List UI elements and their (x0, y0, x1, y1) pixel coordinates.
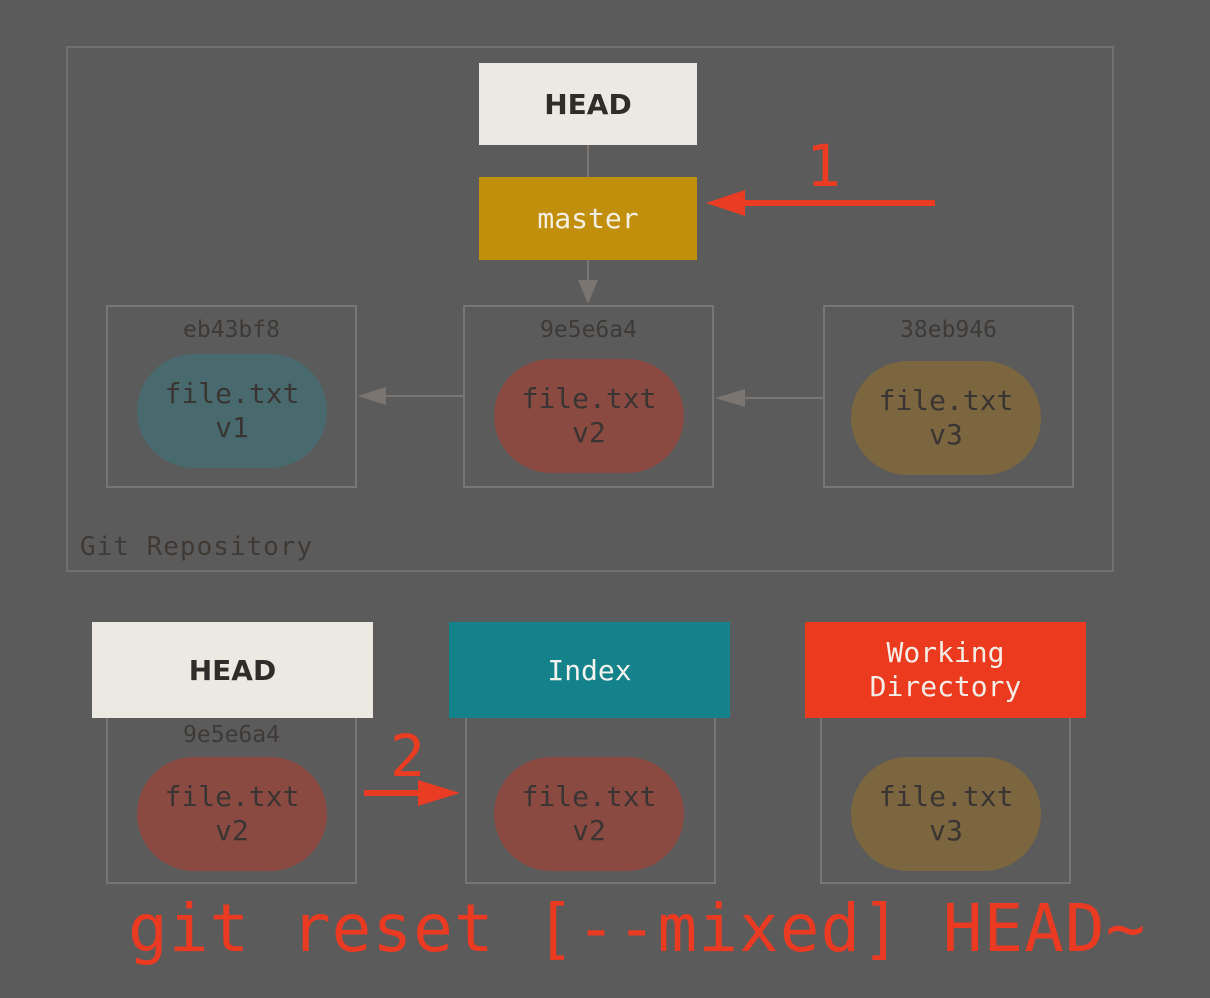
parent-arrowhead-2-to-1 (358, 387, 386, 405)
step-1-label: 1 (806, 132, 841, 200)
blob-filename: file.txt (164, 377, 300, 410)
commit-node (463, 305, 714, 488)
index-tree-blob: file.txt v2 (494, 757, 684, 871)
working-directory-label-line2: Directory (869, 670, 1022, 703)
step1-arrowhead (706, 190, 745, 216)
step-2-label: 2 (390, 722, 425, 790)
commit-node (106, 305, 357, 488)
commit-node (823, 305, 1074, 488)
working-directory-label-line1: Working (886, 636, 1005, 669)
commit-sha: 38eb946 (900, 317, 997, 343)
git-repository-label: Git Repository (80, 532, 314, 562)
head-tree-blob: file.txt v2 (137, 757, 327, 871)
working-directory-blob: file.txt v3 (851, 757, 1041, 871)
head-tree-sha: 9e5e6a4 (183, 722, 280, 748)
file-blob-v3: file.txt v3 (851, 361, 1041, 475)
master-branch-ref: master (479, 177, 697, 260)
blob-version: v3 (929, 418, 963, 451)
blob-version: v2 (572, 814, 606, 847)
git-repository-frame (66, 46, 1114, 572)
blob-version: v2 (572, 416, 606, 449)
git-reset-command: git reset [--mixed] HEAD~ (128, 890, 1147, 967)
blob-filename: file.txt (521, 780, 657, 813)
blob-version: v1 (215, 411, 249, 444)
blob-version: v3 (929, 814, 963, 847)
commit-sha: eb43bf8 (183, 317, 280, 343)
blob-version: v2 (215, 814, 249, 847)
parent-arrowhead-3-to-2 (715, 389, 745, 407)
head-tree-header: HEAD (92, 622, 373, 718)
blob-filename: file.txt (878, 384, 1014, 417)
file-blob-v2: file.txt v2 (494, 359, 684, 473)
head-ref: HEAD (479, 63, 697, 145)
commit-sha: 9e5e6a4 (540, 317, 637, 343)
working-directory-header: Working Directory (805, 622, 1086, 718)
blob-filename: file.txt (521, 382, 657, 415)
blob-filename: file.txt (878, 780, 1014, 813)
step2-arrowhead (418, 780, 460, 806)
master-to-commit-arrowhead (578, 280, 598, 304)
blob-filename: file.txt (164, 780, 300, 813)
file-blob-v1: file.txt v1 (137, 354, 327, 468)
index-tree-header: Index (449, 622, 730, 718)
